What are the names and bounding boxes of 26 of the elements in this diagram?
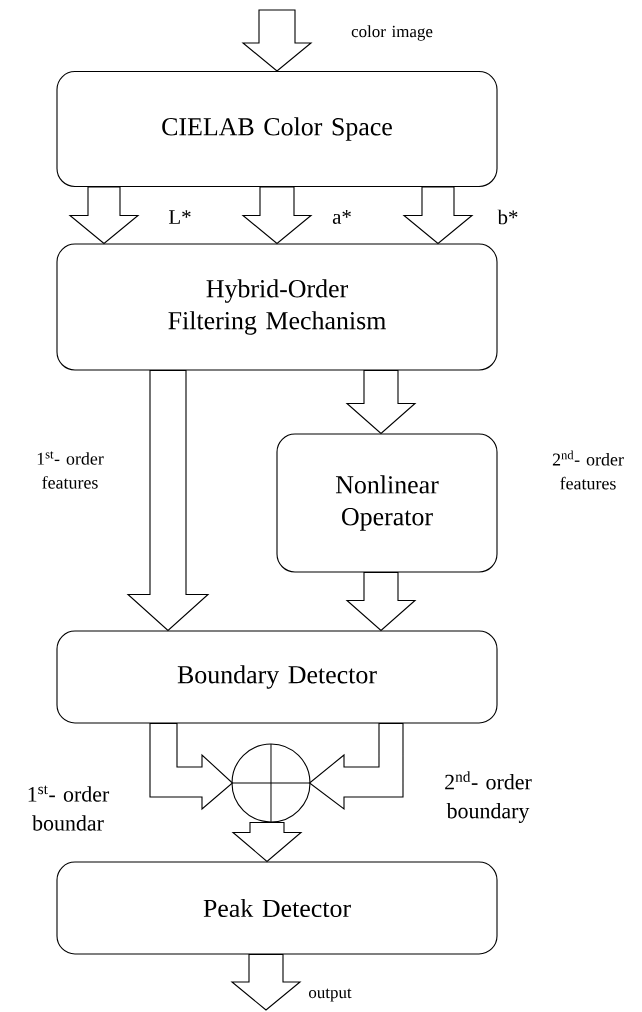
- process-box: CIELAB Color Space: [56, 70, 498, 188]
- summation-circle: [231, 743, 311, 823]
- edge-label: a*: [332, 210, 351, 224]
- block-arrow: [149, 723, 234, 811]
- block-arrow: [230, 954, 302, 1011]
- block-arrow: [308, 723, 404, 811]
- edge-label: output: [309, 988, 352, 1002]
- block-arrow: [126, 370, 210, 632]
- block-arrow: [241, 9, 313, 72]
- edge-label: 2$^{nd}$- order boundary: [445, 771, 532, 823]
- process-box: Peak Detector: [56, 861, 498, 955]
- block-arrow: [68, 186, 140, 245]
- block-arrow: [231, 822, 303, 863]
- process-box: Boundary Detector: [56, 630, 498, 724]
- edge-label: 1$^{st}$- order features: [37, 451, 104, 489]
- node-caption: 2$^{nd}$- order features: [552, 450, 624, 490]
- process-box: Hybrid-Order Filtering Mechanism: [56, 243, 498, 371]
- block-arrow: [345, 370, 417, 435]
- process-box: Nonlinear Operator: [276, 433, 498, 573]
- block-arrow: [402, 186, 474, 245]
- edge-label: 1$^{st}$- order boundar: [28, 785, 110, 831]
- edge-label: L*: [169, 210, 191, 224]
- block-arrow: [241, 186, 313, 245]
- block-arrow: [345, 572, 417, 632]
- edge-label: b*: [497, 209, 518, 225]
- edge-label: color image: [351, 25, 433, 41]
